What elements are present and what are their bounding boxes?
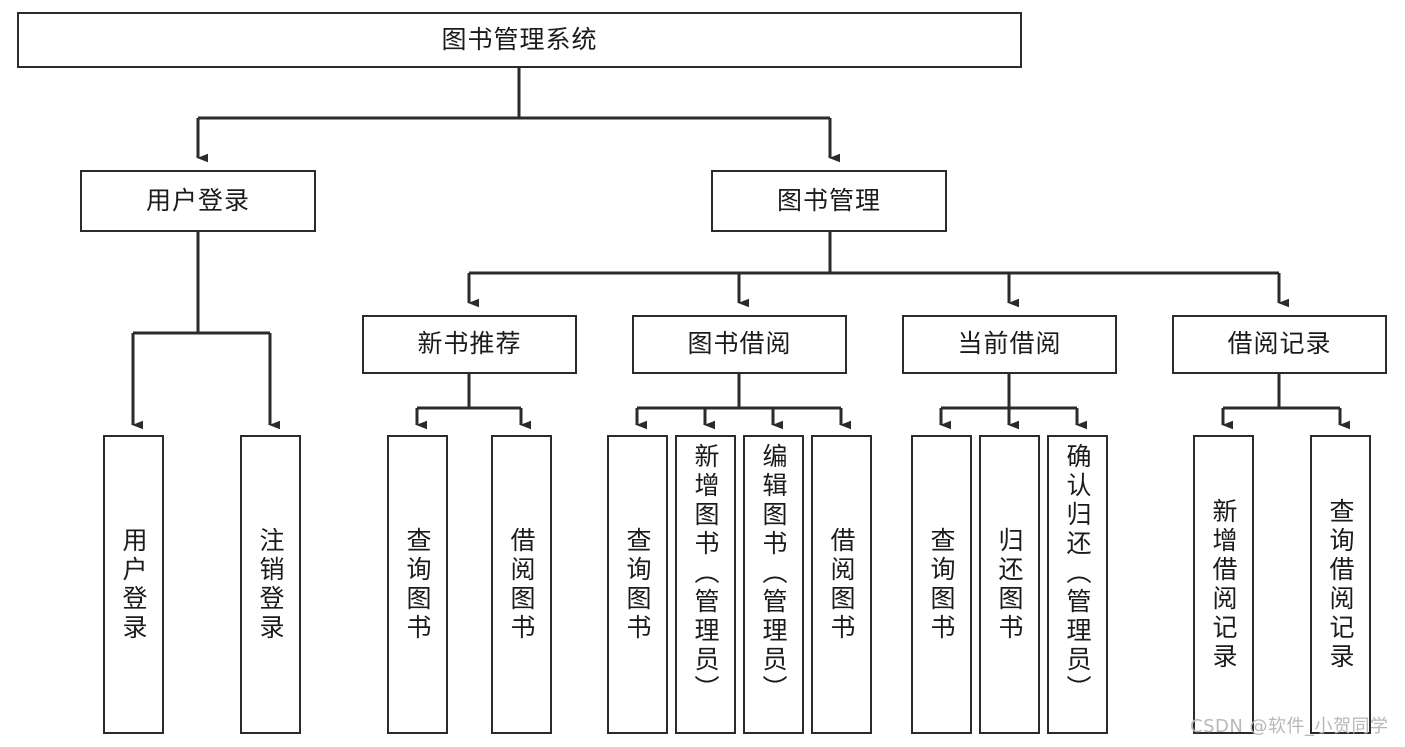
leaf-record-query-record[interactable]: 查询借阅记录 bbox=[1310, 435, 1371, 734]
node-book-management[interactable]: 图书管理 bbox=[711, 170, 947, 232]
leaf-user-logout[interactable]: 注销登录 bbox=[240, 435, 301, 734]
node-label: 当前借阅 bbox=[957, 329, 1062, 359]
node-label: 图书管理系统 bbox=[441, 24, 598, 54]
node-label: 图书借阅 bbox=[687, 329, 792, 359]
leaf-recommend-query-book[interactable]: 查询图书 bbox=[387, 435, 448, 734]
node-label: 查询图书 bbox=[623, 526, 652, 643]
watermark-text: CSDN @软件_小贺同学 bbox=[1190, 716, 1389, 737]
node-user-login[interactable]: 用户登录 bbox=[80, 170, 316, 232]
node-borrow-record[interactable]: 借阅记录 bbox=[1172, 315, 1387, 374]
node-label: 查询图书 bbox=[927, 526, 956, 643]
node-label: 新增借阅记录 bbox=[1209, 497, 1238, 672]
leaf-borrow-query-book[interactable]: 查询图书 bbox=[607, 435, 668, 734]
node-label: 新书推荐 bbox=[417, 329, 522, 359]
node-label: 借阅图书 bbox=[507, 526, 536, 643]
leaf-current-return-book[interactable]: 归还图书 bbox=[979, 435, 1040, 734]
leaf-borrow-add-book[interactable]: 新增图书（管理员） bbox=[675, 435, 736, 734]
node-book-borrow[interactable]: 图书借阅 bbox=[632, 315, 847, 374]
node-root-system[interactable]: 图书管理系统 bbox=[17, 12, 1022, 68]
leaf-user-login[interactable]: 用户登录 bbox=[103, 435, 164, 734]
leaf-current-confirm-return[interactable]: 确认归还（管理员） bbox=[1047, 435, 1108, 734]
node-current-borrow[interactable]: 当前借阅 bbox=[902, 315, 1117, 374]
leaf-borrow-borrow-book[interactable]: 借阅图书 bbox=[811, 435, 872, 734]
leaf-recommend-borrow-book[interactable]: 借阅图书 bbox=[491, 435, 552, 734]
leaf-current-query-book[interactable]: 查询图书 bbox=[911, 435, 972, 734]
node-label: 确认归还（管理员） bbox=[1063, 443, 1092, 704]
node-label: 图书管理 bbox=[776, 185, 881, 215]
node-label: 新增图书（管理员） bbox=[691, 443, 720, 704]
node-new-book-recommend[interactable]: 新书推荐 bbox=[362, 315, 577, 374]
node-label: 借阅记录 bbox=[1227, 329, 1332, 359]
leaf-borrow-edit-book[interactable]: 编辑图书（管理员） bbox=[743, 435, 804, 734]
node-label: 借阅图书 bbox=[827, 526, 856, 643]
node-label: 注销登录 bbox=[256, 526, 285, 643]
node-label: 用户登录 bbox=[119, 526, 148, 643]
node-label: 查询图书 bbox=[403, 526, 432, 643]
leaf-record-add-record[interactable]: 新增借阅记录 bbox=[1193, 435, 1254, 734]
node-label: 用户登录 bbox=[145, 185, 250, 215]
node-label: 编辑图书（管理员） bbox=[759, 443, 788, 704]
node-label: 查询借阅记录 bbox=[1326, 497, 1355, 672]
node-label: 归还图书 bbox=[995, 526, 1024, 643]
